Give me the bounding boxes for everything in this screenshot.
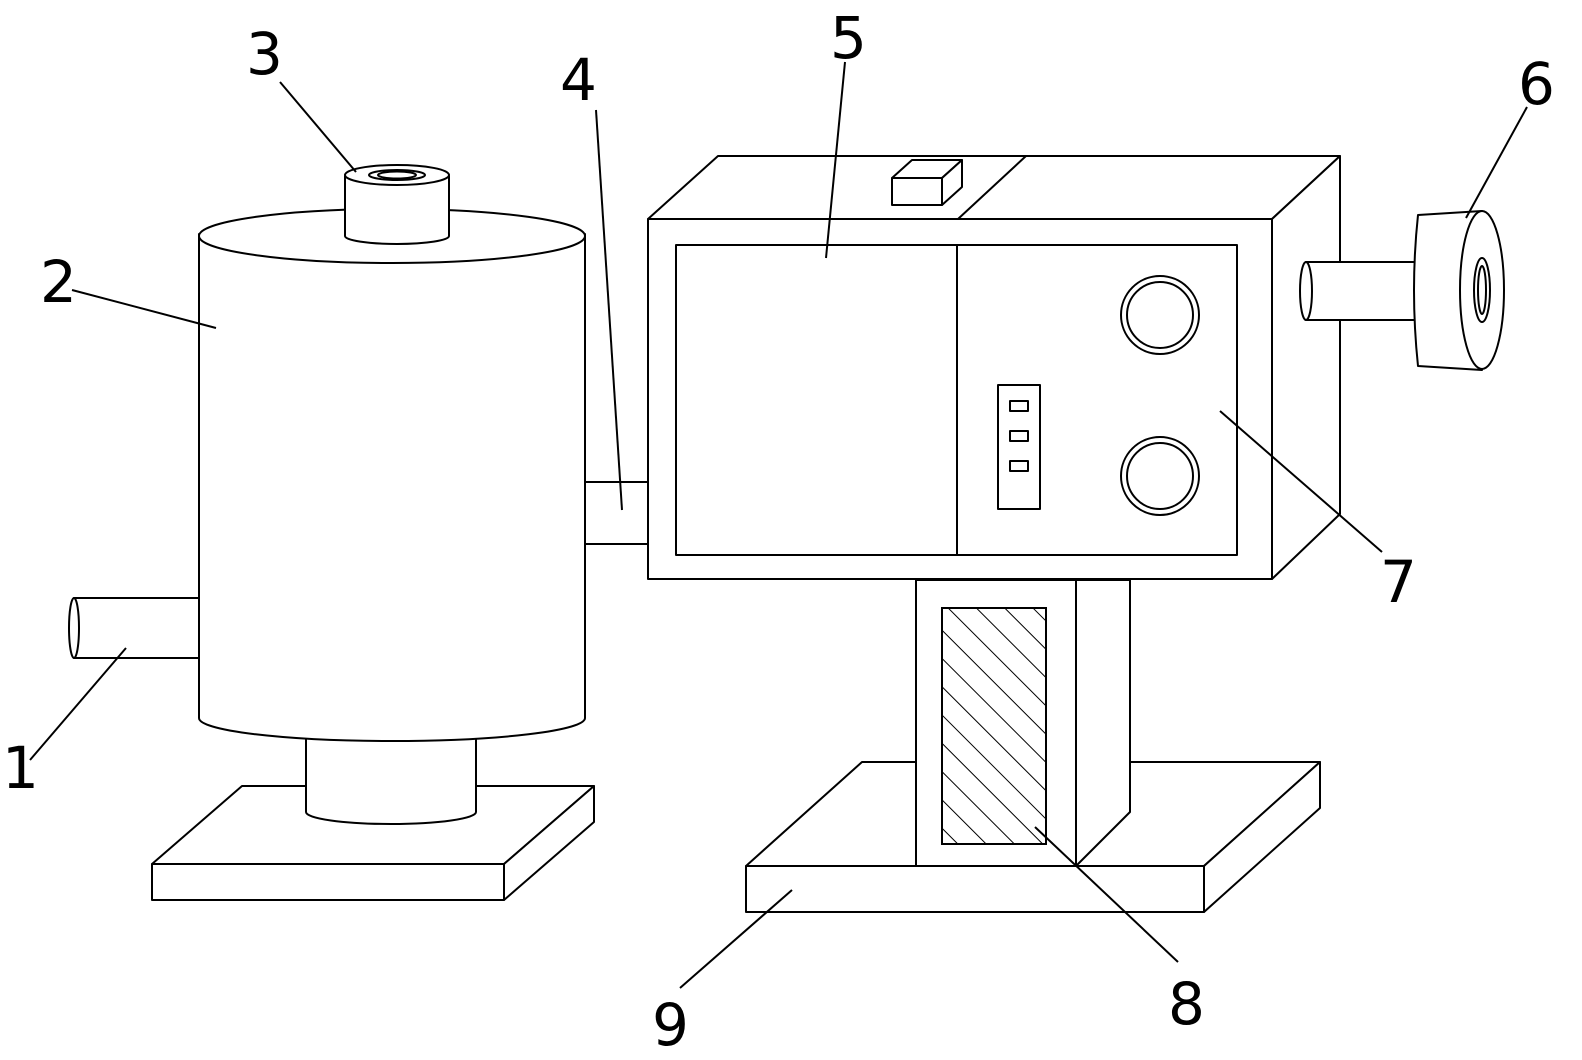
tank-body <box>198 208 586 742</box>
outlet-nozzle <box>1299 210 1505 371</box>
support-column <box>915 579 1131 867</box>
label-6: 6 <box>1518 50 1555 118</box>
top-cap <box>344 164 450 245</box>
indicator-strip <box>997 384 1041 510</box>
leader-lines <box>29 61 1528 989</box>
label-1: 1 <box>2 734 39 802</box>
hatched-panel <box>941 607 1047 845</box>
tank-lower-collar <box>305 721 477 825</box>
label-5: 5 <box>830 4 867 72</box>
label-3: 3 <box>246 20 283 88</box>
reference-numerals: 1 2 3 4 5 6 7 8 9 <box>2 4 1555 1059</box>
label-2: 2 <box>40 248 77 316</box>
label-7: 7 <box>1380 548 1417 616</box>
control-panel <box>997 275 1200 516</box>
label-4: 4 <box>560 46 597 114</box>
knob-upper <box>1120 275 1200 355</box>
connecting-pipe <box>584 481 649 545</box>
label-9: 9 <box>652 991 689 1059</box>
knob-lower <box>1120 436 1200 516</box>
top-handle-block <box>891 159 963 206</box>
main-housing <box>647 155 1341 580</box>
label-8: 8 <box>1168 970 1205 1038</box>
left-base-plate <box>151 785 595 901</box>
inlet-pipe <box>68 597 201 659</box>
